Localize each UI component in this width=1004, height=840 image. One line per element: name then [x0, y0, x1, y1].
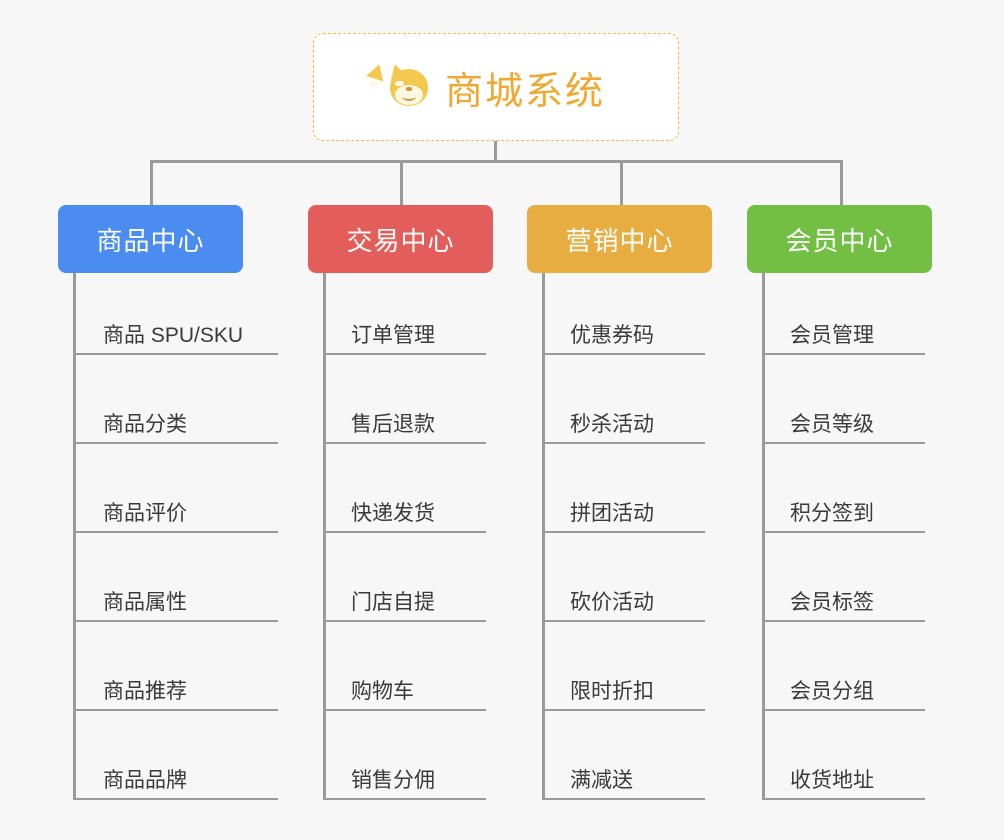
branch-header-2[interactable]: 交易中心 [308, 205, 493, 273]
leaf-item[interactable]: 订单管理 [323, 311, 486, 355]
leaf-item[interactable]: 商品推荐 [73, 667, 278, 711]
leaf-item[interactable]: 商品分类 [73, 400, 278, 444]
leaf-item[interactable]: 购物车 [323, 667, 486, 711]
leaf-item[interactable]: 商品品牌 [73, 756, 278, 800]
leaf-item[interactable]: 秒杀活动 [542, 400, 705, 444]
branch-spine-4 [762, 273, 765, 800]
leaf-item[interactable]: 售后退款 [323, 400, 486, 444]
leaf-item[interactable]: 会员分组 [762, 667, 925, 711]
branch-header-3[interactable]: 营销中心 [527, 205, 712, 273]
leaf-item[interactable]: 积分签到 [762, 489, 925, 533]
connector-drop-4 [840, 160, 843, 206]
branch-spine-1 [73, 273, 76, 800]
branch-spine-2 [323, 273, 326, 800]
connector-horizontal-bus [150, 160, 843, 163]
leaf-item[interactable]: 销售分佣 [323, 756, 486, 800]
connector-drop-1 [150, 160, 153, 206]
connector-drop-3 [620, 160, 623, 206]
root-node[interactable]: 商城系统 [313, 33, 679, 141]
leaf-item[interactable]: 拼团活动 [542, 489, 705, 533]
leaf-item[interactable]: 商品属性 [73, 578, 278, 622]
leaf-item[interactable]: 优惠券码 [542, 311, 705, 355]
leaf-item[interactable]: 满减送 [542, 756, 705, 800]
connector-drop-2 [400, 160, 403, 206]
leaf-item[interactable]: 门店自提 [323, 578, 486, 622]
leaf-item[interactable]: 砍价活动 [542, 578, 705, 622]
leaf-item[interactable]: 商品 SPU/SKU [73, 311, 278, 355]
connector-root-stem [494, 141, 497, 162]
shiba-dog-face-icon [366, 61, 433, 110]
leaf-item[interactable]: 会员等级 [762, 400, 925, 444]
leaf-item[interactable]: 商品评价 [73, 489, 278, 533]
root-title: 商城系统 [444, 70, 605, 113]
branch-header-4[interactable]: 会员中心 [747, 205, 932, 273]
leaf-item[interactable]: 会员管理 [762, 311, 925, 355]
leaf-item[interactable]: 收货地址 [762, 756, 925, 800]
branch-header-1[interactable]: 商品中心 [58, 205, 243, 273]
leaf-item[interactable]: 快递发货 [323, 489, 486, 533]
leaf-item[interactable]: 会员标签 [762, 578, 925, 622]
branch-spine-3 [542, 273, 545, 800]
leaf-item[interactable]: 限时折扣 [542, 667, 705, 711]
